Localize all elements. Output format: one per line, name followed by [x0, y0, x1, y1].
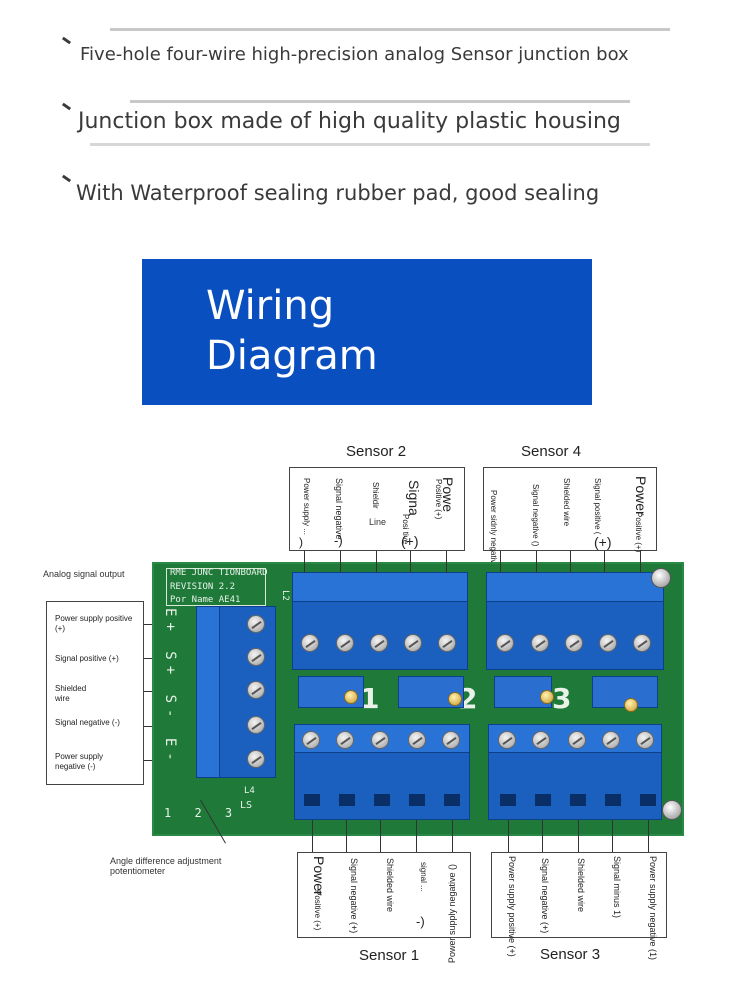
sensor-2-pin: Signa [406, 480, 422, 516]
board-l4: L4 [244, 786, 255, 796]
bullet-text: With Waterproof sealing rubber pad, good… [76, 181, 600, 205]
sensor-2-pin: Posi tive [401, 514, 410, 545]
sensor-4-pin-box [483, 467, 657, 551]
bullet-item: With Waterproof sealing rubber pad, good… [0, 0, 750, 205]
sensor-3-pin: Shielded wire [576, 858, 586, 913]
sensor-4-label: Sensor 4 [521, 443, 582, 460]
sensor-1-pin-box [297, 852, 471, 938]
sensor-2-mark: (+) [401, 533, 419, 549]
board-title: RME JUNC TIONBOARD [170, 568, 268, 578]
sensor-1-pin: Power [311, 856, 327, 896]
pot-number: 1 [360, 682, 380, 715]
sensor-4-mark: (+) [594, 534, 612, 550]
sensor-4-pin: Signal negative () [531, 484, 540, 547]
sensor-4-terminal-block [486, 572, 664, 670]
sensor-3-pin-box [491, 852, 667, 938]
output-pin-label: Signal positive (+) [55, 654, 119, 663]
banner-title: Wiring Diagram [206, 283, 378, 379]
bullet-icon [61, 102, 72, 111]
sensor-4-pin: Positive (+) [634, 512, 643, 553]
sensor-2-mark: ) [299, 535, 303, 549]
pot-number: 3 [552, 682, 572, 715]
wiring-diagram-banner: Wiring Diagram [142, 259, 592, 405]
sensor-2-pin: Powe [440, 477, 456, 513]
sensor-1-mark: -) [416, 914, 425, 929]
sensor-1-pin: Power supply negative () [447, 864, 457, 964]
sensor-2-pin: Shieldir [371, 482, 380, 509]
board-revision: REVISION 2.2 [170, 582, 236, 592]
sensor-2-pin: Power supply ... [302, 478, 311, 535]
board-part: Por Name AE41 [170, 595, 241, 605]
board-l5: LS [240, 800, 253, 811]
board-bottom-pins: 1 2 3 [164, 806, 241, 820]
bullet-text: Five-hole four-wire high-precision analo… [80, 44, 629, 65]
bullet-icon [61, 174, 72, 183]
output-pin-label: Power supply negative (-) [55, 752, 104, 771]
sensor-2-pin: Positive (+) [434, 479, 443, 520]
sensor-1-label: Sensor 1 [359, 947, 420, 964]
analog-output-label: Analog signal output [43, 569, 125, 579]
bullet-item: Junction box made of high quality plasti… [0, 0, 750, 134]
sensor-2-terminal-block [292, 572, 468, 670]
sensor-4-pin: Power [633, 476, 649, 516]
sensor-3-pin: Power supply negative (1) [648, 856, 658, 961]
bullet-item: Five-hole four-wire high-precision analo… [0, 0, 750, 65]
sensor-4-pin: Signal positive ( [593, 478, 602, 535]
sensor-3-pin: Signal minus 1) [612, 856, 622, 919]
angle-pot-label: Angle difference adjustment potentiomete… [110, 856, 222, 876]
sensor-1-pin: Shielded wire [385, 858, 395, 913]
sensor-2-label: Sensor 2 [346, 443, 407, 460]
sensor-2-pin-box [289, 467, 465, 551]
board-left-pins: E+ S+ S- E- [162, 608, 178, 767]
sensor-1-pin: Signal negative (+) [349, 858, 359, 934]
sensor-3-pin: Power supply positive (+) [507, 856, 517, 957]
output-pin-box: Power supply positive (+) Signal positiv… [46, 601, 144, 785]
sensor-3-pin: Signal negative (+) [540, 858, 550, 934]
output-pin-label: Signal negative (-) [55, 718, 120, 727]
bullet-text: Junction box made of high quality plasti… [78, 109, 621, 134]
sensor-3-label: Sensor 3 [540, 946, 601, 963]
sensor-2-pin: Signal negative [334, 478, 344, 540]
sensor-1-pin: Positive (+) [313, 890, 322, 931]
sensor-4-pin: Shielded wire [562, 478, 571, 527]
output-pin-label: Power supply positive (+) [55, 614, 133, 633]
sensor-4-pin: Power sidnly negative (1) [489, 490, 498, 580]
sensor-2-pin: Line [369, 517, 387, 527]
sensor-1-pin: signal ... [419, 862, 428, 892]
board-l2: L2 [280, 590, 290, 601]
output-pin-label: Shielded wire [55, 684, 87, 703]
sensor-2-mark: -) [334, 533, 343, 548]
